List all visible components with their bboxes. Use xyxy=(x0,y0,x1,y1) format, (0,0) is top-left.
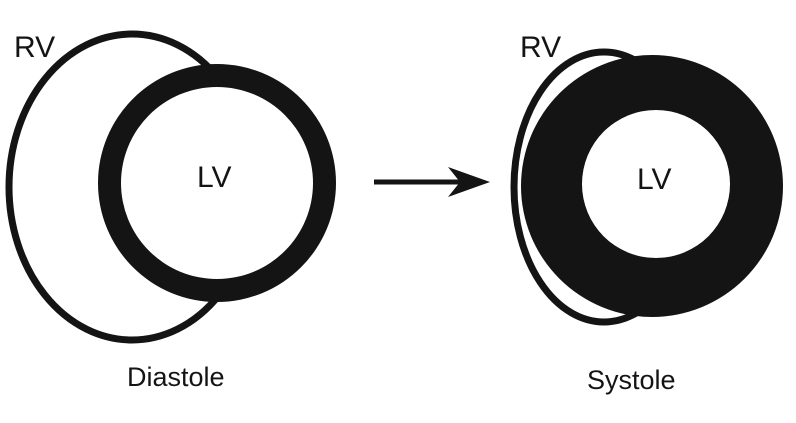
systole-rv-label: RV xyxy=(520,31,562,64)
diastole-rv-label: RV xyxy=(14,31,56,64)
systole-heart xyxy=(510,48,783,326)
arrow-right-icon xyxy=(374,167,490,197)
diastole-caption: Diastole xyxy=(127,362,225,392)
diastole-heart xyxy=(5,30,336,344)
diastole-lv-label: LV xyxy=(197,161,232,194)
systole-caption: Systole xyxy=(587,365,676,395)
diastole-lv-cavity xyxy=(121,87,313,279)
systole-lv-cavity xyxy=(582,110,730,258)
systole-lv-label: LV xyxy=(637,163,672,196)
